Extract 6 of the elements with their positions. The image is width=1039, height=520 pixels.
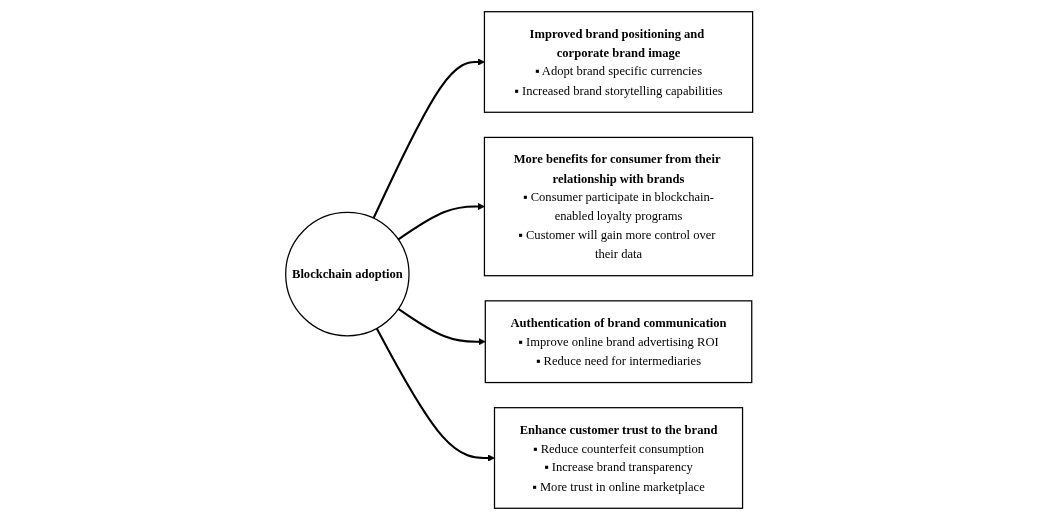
node-box: Authentication of brand communication ▪ Improve online brand advertising ROI ▪ Reduce need for intermediaries xyxy=(485,300,753,384)
node-circle: Blockchain adoption xyxy=(285,211,410,337)
node-box: More benefits for consumer from their relationship with brands ▪ Consumer participate in blockchain-enabled loyalty programs ▪ Customer will gain more control over their data xyxy=(484,136,754,277)
node-box: Improved brand positioning and corporate brand image ▪ Adopt brand specific currencies ▪ Increased brand storytelling capabilities xyxy=(484,11,754,113)
arrow xyxy=(398,307,486,346)
node-box: Enhance customer trust to the brand ▪ Reduce counterfeit consumption ▪ Increase brand transparency ▪ More trust in online marketplace xyxy=(494,407,744,509)
